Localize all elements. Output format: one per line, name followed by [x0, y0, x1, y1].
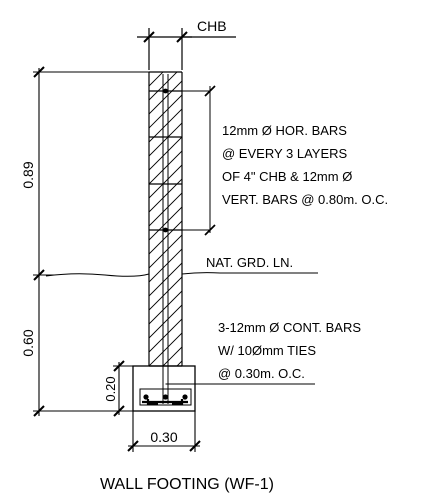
chb-width-dimension: [137, 28, 236, 70]
wall-note-line-4: VERT. BARS @ 0.80m. O.C.: [222, 192, 388, 207]
wall-hatch: [149, 72, 182, 366]
natural-grade-line: [45, 272, 318, 277]
chb-label: CHB: [197, 18, 227, 34]
wall-note: 12mm Ø HOR. BARS @ EVERY 3 LAYERS OF 4" …: [222, 123, 388, 207]
wall-note-line-1: 12mm Ø HOR. BARS: [222, 123, 347, 138]
wall-note-line-3: OF 4" CHB & 12mm Ø: [222, 169, 352, 184]
footing-note-line-1: 3-12mm Ø CONT. BARS: [218, 320, 361, 335]
footing: [132, 365, 196, 412]
chb-wall: [148, 71, 183, 404]
dim-footing-height-label: 0.20: [103, 376, 118, 401]
footing-note: 3-12mm Ø CONT. BARS W/ 10Ømm TIES @ 0.30…: [218, 320, 361, 381]
horizontal-bar-dots: [163, 88, 168, 233]
wall-note-line-2: @ EVERY 3 LAYERS: [222, 146, 348, 161]
cont-bar-dots: [143, 394, 188, 400]
footing-tie: [139, 388, 192, 406]
footing-width-dimension: [127, 411, 201, 452]
height-dimensions: [33, 66, 149, 417]
drawing-title: WALL FOOTING (WF-1): [100, 476, 274, 493]
dim-footing-width-label: 0.30: [150, 429, 177, 445]
dim-upper-label: 0.89: [20, 161, 36, 188]
footing-note-line-3: @ 0.30m. O.C.: [218, 366, 305, 381]
grade-label: NAT. GRD. LN.: [206, 255, 293, 270]
dim-lower-label: 0.60: [20, 329, 36, 356]
footing-note-line-2: W/ 10Ømm TIES: [218, 343, 316, 358]
wall-note-leader: [168, 85, 216, 236]
